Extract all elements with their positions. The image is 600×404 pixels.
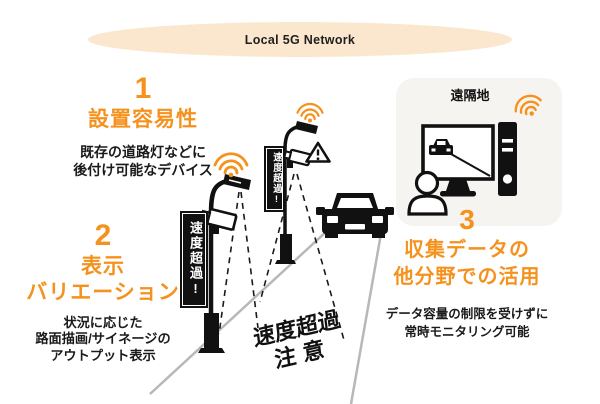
feature-2-desc-line: 状況に応じた <box>63 314 143 330</box>
feature-2-title: 表示 バリエーション <box>13 254 193 307</box>
network-banner-label: Local 5G Network <box>244 32 356 47</box>
speed-sign-left: 速度超過! <box>180 211 208 308</box>
feature-2-description: 状況に応じた 路面描画/サイネージの アウトプット表示 <box>13 315 193 365</box>
network-banner: Local 5G Network <box>88 22 512 57</box>
feature-2-title-line: バリエーション <box>26 281 180 305</box>
warning-triangle-icon <box>305 141 331 163</box>
feature-1: 1 設置容易性 既存の道路灯などに 後付け可能なデバイス <box>53 74 233 179</box>
wifi-icon-remote <box>514 94 542 116</box>
feature-3-title: 収集データの 他分野での活用 <box>367 237 567 291</box>
feature-3-title-line: 他分野での活用 <box>393 266 541 288</box>
car-icon <box>316 193 394 238</box>
feature-1-title: 設置容易性 <box>88 108 198 131</box>
pc-tower-icon <box>498 122 517 196</box>
feature-1-desc-line: 後付け可能なデバイス <box>73 161 213 178</box>
street-lamp-icon-right <box>275 121 318 264</box>
feature-2-desc-line: アウトプット表示 <box>50 347 156 363</box>
feature-1-description: 既存の道路灯などに 後付け可能なデバイス <box>53 144 233 179</box>
remote-location-label: 遠隔地 <box>450 88 490 103</box>
wifi-icon-right <box>296 102 324 123</box>
wifi-icon-left <box>213 152 249 178</box>
feature-3-desc-line: 常時モニタリング可能 <box>404 324 530 339</box>
feature-1-desc-line: 既存の道路灯などに <box>80 144 206 161</box>
feature-1-number: 1 <box>134 72 152 105</box>
feature-2-title-line: 表示 <box>81 255 125 278</box>
monitor-car-icon <box>429 139 453 155</box>
feature-2: 2 表示 バリエーション 状況に応じた 路面描画/サイネージの アウトプット表示 <box>13 221 193 364</box>
monitor-icon <box>421 124 495 197</box>
feature-3-number: 3 <box>459 204 475 235</box>
feature-3-description: データ容量の制限を受けずに 常時モニタリング可能 <box>367 306 567 341</box>
person-icon <box>407 170 448 216</box>
speed-sign-right: 速度超過! <box>264 146 285 212</box>
street-lamp-icon-left <box>198 174 251 353</box>
feature-2-desc-line: 路面描画/サイネージの <box>35 331 171 346</box>
feature-2-number: 2 <box>94 219 112 252</box>
road-lines <box>149 218 384 404</box>
cctv-camera-icon-right <box>282 148 312 168</box>
feature-3: 3 収集データの 他分野での活用 データ容量の制限を受けずに 常時モニタリング可… <box>367 206 567 341</box>
feature-3-title-line: 収集データの <box>404 239 530 261</box>
feature-3-desc-line: データ容量の制限を受けずに <box>385 307 549 321</box>
